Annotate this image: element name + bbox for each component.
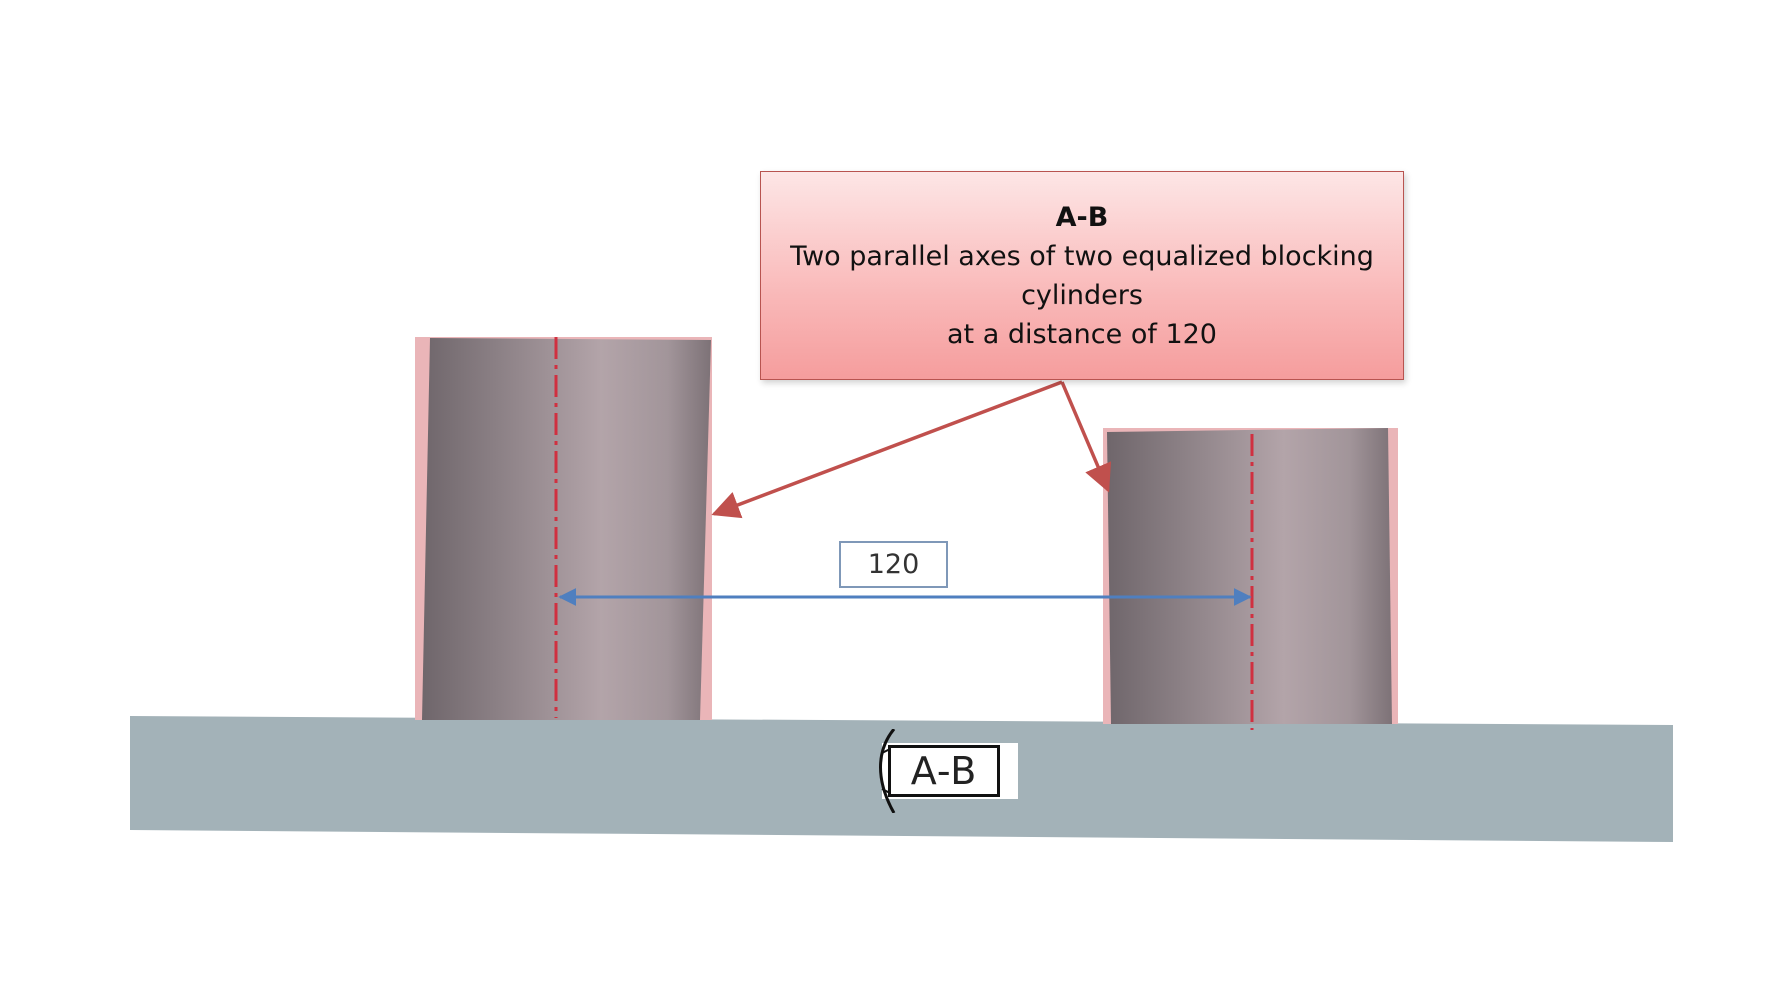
callout-box: A-B Two parallel axes of two equalized b…: [760, 171, 1404, 380]
right-cylinder: [1103, 428, 1398, 730]
right-cylinder-body: [1107, 428, 1392, 724]
datum-reference: A-B: [868, 729, 1020, 813]
dimension-value-box: 120: [839, 541, 948, 588]
left-cylinder: [415, 337, 712, 720]
datum-label-frame: A-B: [888, 745, 1000, 797]
callout-title: A-B: [1055, 201, 1109, 233]
callout-line-1: Two parallel axes of two equalized block…: [790, 240, 1374, 272]
datum-label: A-B: [910, 749, 978, 793]
dimension-value: 120: [867, 549, 920, 580]
left-cylinder-body: [422, 338, 711, 720]
leader-arrow-right: [1060, 381, 1112, 493]
callout-line-2: cylinders: [1021, 279, 1143, 311]
leader-arrow-left: [711, 380, 1063, 519]
callout-line-3: at a distance of 120: [947, 318, 1217, 350]
